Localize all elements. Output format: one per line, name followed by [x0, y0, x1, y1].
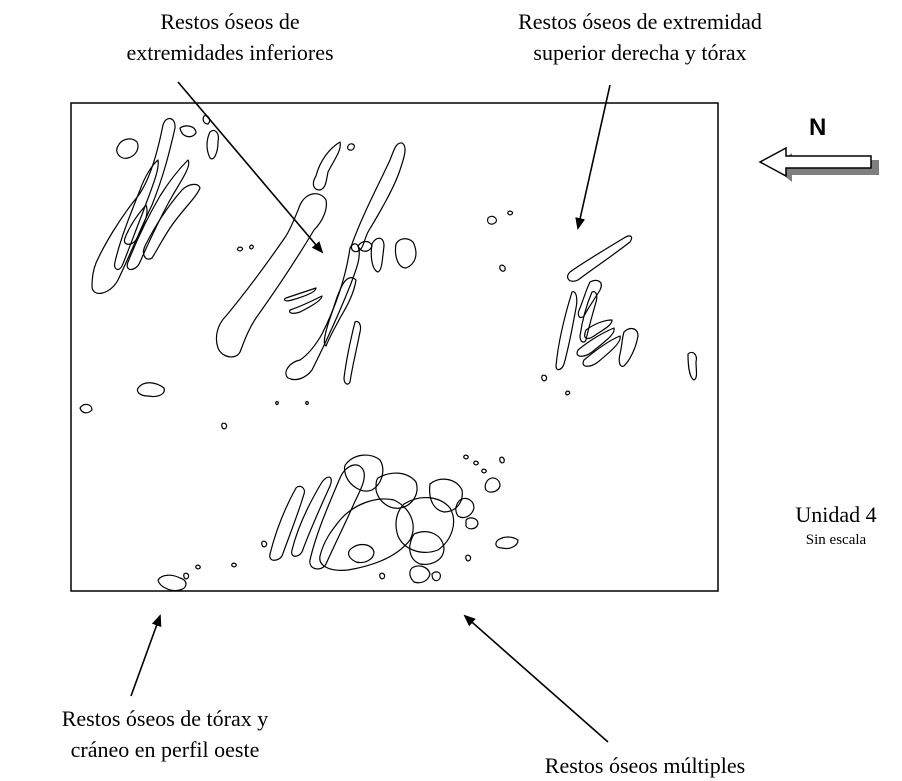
excavation-unit-frame — [70, 102, 719, 592]
label-thorax-skull: Restos óseos de tórax y cráneo en perfil… — [0, 703, 330, 765]
bone-cluster-lower-limbs — [215, 141, 417, 385]
label-multiple-remains: Restos óseos múltiples — [495, 750, 795, 781]
bone-cluster-left-fragments — [79, 382, 309, 430]
bone-cluster-upper-left — [91, 115, 219, 294]
pointer-arrow-multiple — [463, 614, 609, 743]
label-lower-limbs-line-1: Restos óseos de — [160, 9, 300, 34]
label-upper-limb-thorax: Restos óseos de extremidad superior dere… — [440, 6, 840, 68]
pointer-arrow-lower-limbs — [177, 81, 324, 254]
label-multiple-remains-line-1: Restos óseos múltiples — [544, 753, 746, 778]
label-upper-limb-thorax-line-1: Restos óseos de extremidad — [518, 9, 762, 34]
north-label: N — [809, 114, 827, 141]
label-upper-limb-thorax-line-2: superior derecha y tórax — [533, 40, 747, 65]
bone-cluster-right-thorax — [487, 210, 698, 396]
bone-cluster-bottom-multiple — [157, 454, 519, 592]
unit-scale-note: Sin escala — [805, 532, 867, 548]
pointer-arrow-thorax-skull — [130, 614, 162, 697]
label-lower-limbs: Restos óseos de extremidades inferiores — [50, 6, 410, 68]
north-arrow-icon — [758, 146, 879, 182]
unit-title: Unidad 4 — [795, 502, 877, 527]
pointer-arrow-upper-limb — [575, 84, 611, 230]
label-lower-limbs-line-2: extremidades inferiores — [126, 40, 334, 65]
unit-caption: Unidad 4 Sin escala — [770, 500, 902, 550]
label-thorax-skull-line-2: cráneo en perfil oeste — [70, 737, 260, 762]
label-thorax-skull-line-1: Restos óseos de tórax y — [61, 706, 269, 731]
